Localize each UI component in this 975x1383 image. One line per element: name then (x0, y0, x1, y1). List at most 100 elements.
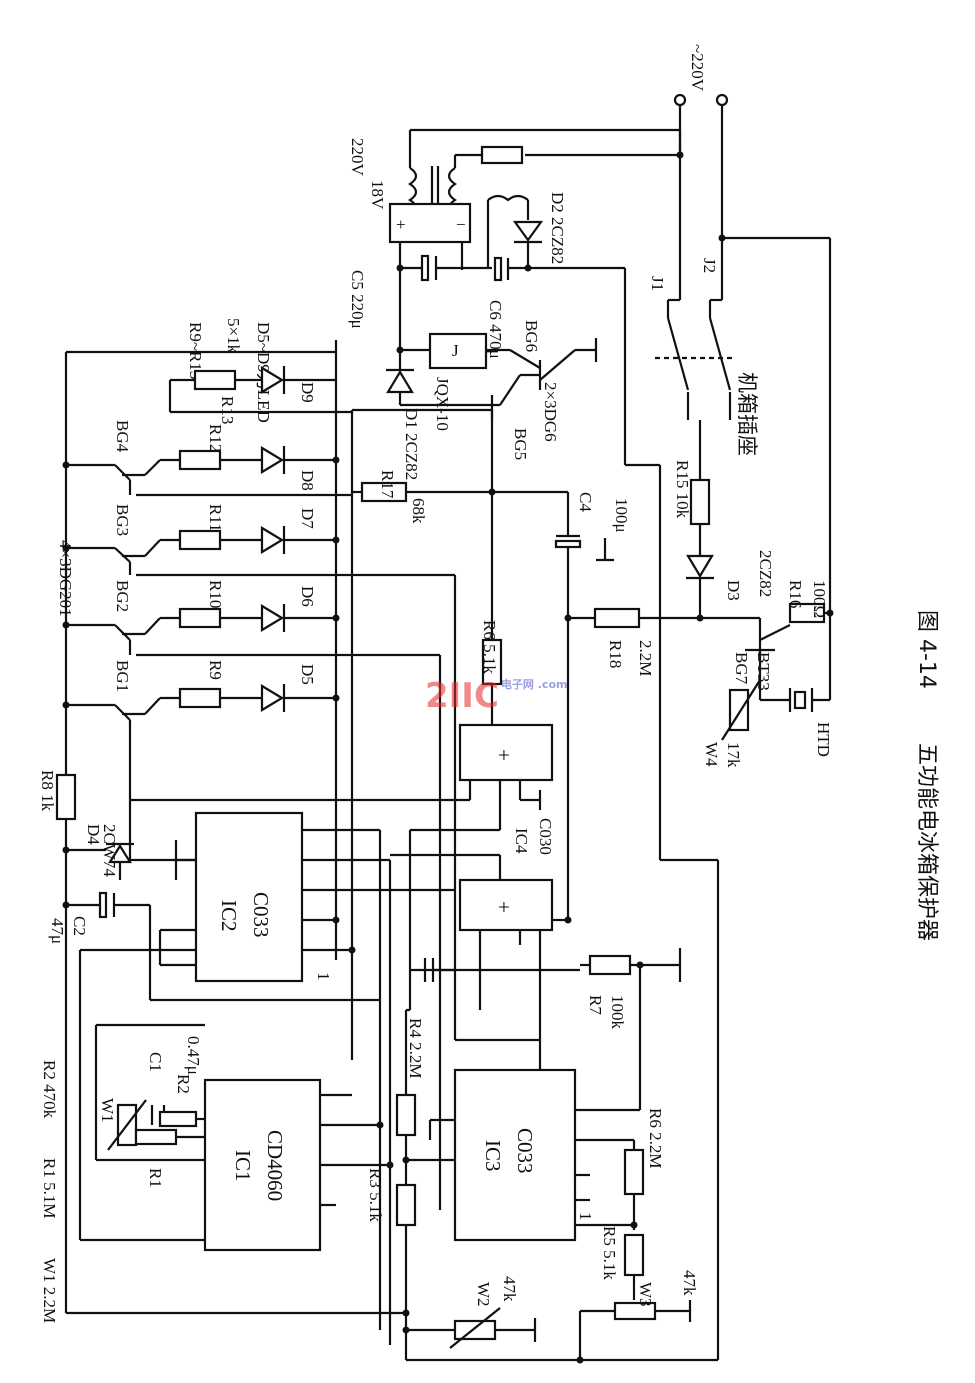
ic1-type-label: CD4060 (263, 1130, 287, 1201)
mains-terminal-1 (673, 93, 687, 107)
d2-diode (512, 220, 544, 242)
r12-label: R12 (206, 424, 225, 452)
r16-label: R16 (786, 580, 805, 608)
primary-resistor (480, 145, 524, 165)
relay-type-label: JQX-10 (433, 377, 452, 431)
mains-section: J1 J2 机箱插座 ~220V (408, 44, 832, 700)
relay-contact-j2-label: J2 (700, 258, 719, 273)
bg1-label: BG1 (113, 660, 132, 692)
r10-resistor (178, 607, 222, 629)
w4-label: W4 (702, 742, 721, 767)
w2-potentiometer (453, 1319, 497, 1341)
r6b-label: R6 2.2M (646, 1108, 665, 1168)
r18-value-label: 2.2M (636, 640, 655, 676)
r15-resistor (689, 478, 711, 526)
ic4-lower-box (458, 878, 554, 932)
ic4-lower-plus: + (498, 895, 510, 919)
r6b-resistor (623, 1148, 645, 1196)
d7-led (260, 526, 285, 554)
c4-value-label: 100μ (612, 498, 631, 533)
r2-value-label: R2 470k (40, 1060, 59, 1119)
ic3-pin1-label: 1 (576, 1212, 595, 1221)
d4-label: D4 (84, 824, 103, 845)
d2-label: D2 2CZ82 (548, 192, 567, 264)
r4-resistor (395, 1093, 417, 1137)
r17-value-label: 68k (409, 498, 428, 524)
d9-label: D9 (298, 382, 317, 403)
ic2-label: IC2 (217, 900, 241, 932)
r5-resistor (623, 1233, 645, 1277)
r11-label: R11 (206, 504, 225, 532)
r7-value-label: 100k (608, 995, 627, 1030)
ic3-label: IC3 (481, 1140, 505, 1172)
power-supply: 220V 18V + − C5 220μ D2 2CZ82 C6 470μ (348, 138, 720, 1360)
r2-resistor (158, 1110, 198, 1128)
d6-label: D6 (298, 586, 317, 607)
ic3-type-label: C033 (513, 1128, 537, 1174)
ic4-upper-box (458, 723, 554, 782)
c6-capacitor (493, 256, 503, 282)
c5-capacitor (420, 254, 430, 282)
d1-label: D1 2CZ82 (402, 408, 421, 480)
socket-label: 机箱插座 (735, 372, 759, 456)
bg4-label: BG4 (113, 420, 132, 453)
r13-label: R13 (218, 396, 237, 424)
led-indicator-chain: R9~R13 5×1k D5~D9为LED R13 D9 BG4 R12 D8 (56, 318, 457, 1313)
ic1-label: IC1 (231, 1150, 255, 1182)
d7-label: D7 (298, 508, 317, 529)
bg3-label: BG3 (113, 504, 132, 536)
r8-resistor (55, 773, 77, 821)
watermark-subtext: 电子网 .com (500, 678, 568, 691)
d4-type-label: 2CW74 (100, 824, 119, 877)
timer-section: R17 68k C4 100μ R18 2.2M R15 10k D3 2CZ8… (352, 420, 834, 920)
ic1-chip: IC1 CD4060 W1 C1 0.47μ R2 R1 R2 470k R1 … (40, 1023, 406, 1323)
htd-buzzer (793, 690, 807, 710)
zener-reference: R8 1k D4 2CW74 C2 47μ (38, 770, 150, 944)
c1-label: C1 (146, 1052, 165, 1072)
watermark-text: 2IIC (425, 676, 499, 716)
ic1-body (203, 1078, 322, 1252)
bridge-minus: − (456, 215, 466, 234)
w4-value-label: 17k (724, 742, 743, 768)
r9-resistor (178, 687, 222, 709)
ic4-type-label: C030 (536, 818, 555, 855)
r6-label: R6 5.1k (480, 620, 499, 674)
r3-label: R3 5.1k (366, 1168, 385, 1222)
w1-value-label: W1 2.2M (40, 1258, 59, 1323)
c2-value-label: 47μ (48, 918, 67, 944)
d8-label: D8 (298, 470, 317, 491)
rectifier-bridge (388, 202, 472, 244)
r1-resistor (134, 1128, 178, 1146)
ic2-type-label: C033 (249, 892, 273, 938)
c4-label: C4 (576, 492, 595, 512)
d6-led (260, 604, 285, 632)
w2-label: W2 (474, 1282, 493, 1307)
c5-label: C5 220μ (348, 270, 367, 329)
ic4-comparators: + + R6 5.1k IC4 C030 (130, 620, 568, 1040)
transformer-secondary-label: 18V (368, 180, 387, 210)
relay-coil-label: J (452, 341, 459, 360)
caption-title: 五功能电冰箱保护器 (914, 742, 939, 941)
transformer-primary-label: 220V (348, 138, 367, 177)
bg6-label: BG6 (522, 320, 541, 352)
w2-value-label: 47k (500, 1276, 519, 1302)
r9-label: R9 (206, 660, 225, 680)
r9-r13-label: R9~R13 (186, 322, 205, 379)
d3-value-label: 2CZ82 (756, 550, 775, 597)
ic2-chip: IC2 C033 1 (78, 410, 455, 1345)
r1-value-label: R1 5.1M (40, 1158, 59, 1218)
w1-label: W1 (98, 1098, 117, 1123)
relay-coil (428, 332, 488, 370)
d1-diode (386, 369, 414, 394)
mains-terminal-2 (715, 93, 729, 107)
r11-resistor (178, 529, 222, 551)
c2-capacitor (98, 891, 108, 919)
ic2-pin1-label: 1 (314, 972, 333, 981)
c1-value-label: 0.47μ (184, 1036, 203, 1075)
r16-value-label: 100Ω (810, 580, 829, 618)
d5-label: D5 (298, 664, 317, 685)
c6-label: C6 470μ (486, 300, 505, 359)
ic3-body (453, 1068, 577, 1242)
